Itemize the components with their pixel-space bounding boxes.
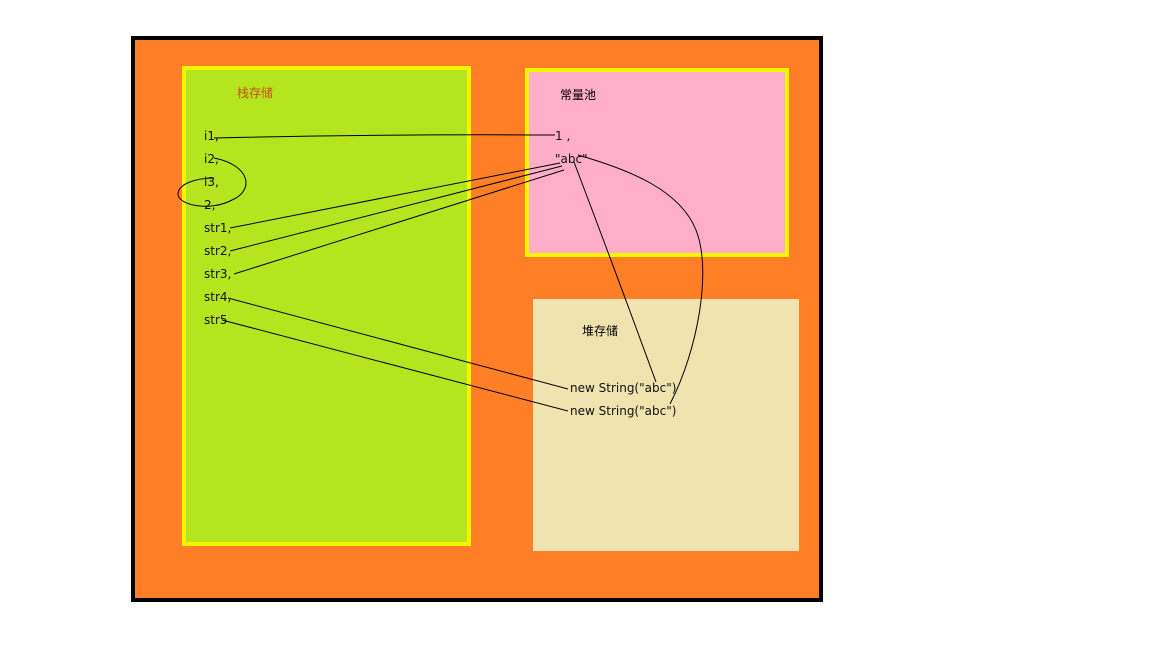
heap-title: 堆存储	[582, 324, 619, 338]
stack-var-str3: str3,	[204, 267, 232, 281]
stack-var-i2: i2,	[204, 152, 219, 166]
heap-object-1: new String("abc")	[570, 381, 677, 395]
stack-region	[182, 66, 471, 546]
constant-pool-title: 常量池	[560, 88, 597, 102]
stack-var-i1: i1,	[204, 129, 219, 143]
stack-var-i3: i3,	[204, 175, 219, 189]
heap-object-2: new String("abc")	[570, 404, 677, 418]
stack-var-str2: str2,	[204, 244, 232, 258]
heap-region	[533, 299, 799, 551]
stack-title: 栈存储	[237, 86, 274, 100]
stack-var-str4: str4,	[204, 290, 232, 304]
stack-var-str1: str1,	[204, 221, 232, 235]
stack-var-2: 2,	[204, 198, 216, 212]
pool-entry-1: 1 ,	[555, 129, 571, 143]
stack-var-str5: str5	[204, 313, 228, 327]
pool-entry-abc: "abc"	[555, 152, 588, 166]
